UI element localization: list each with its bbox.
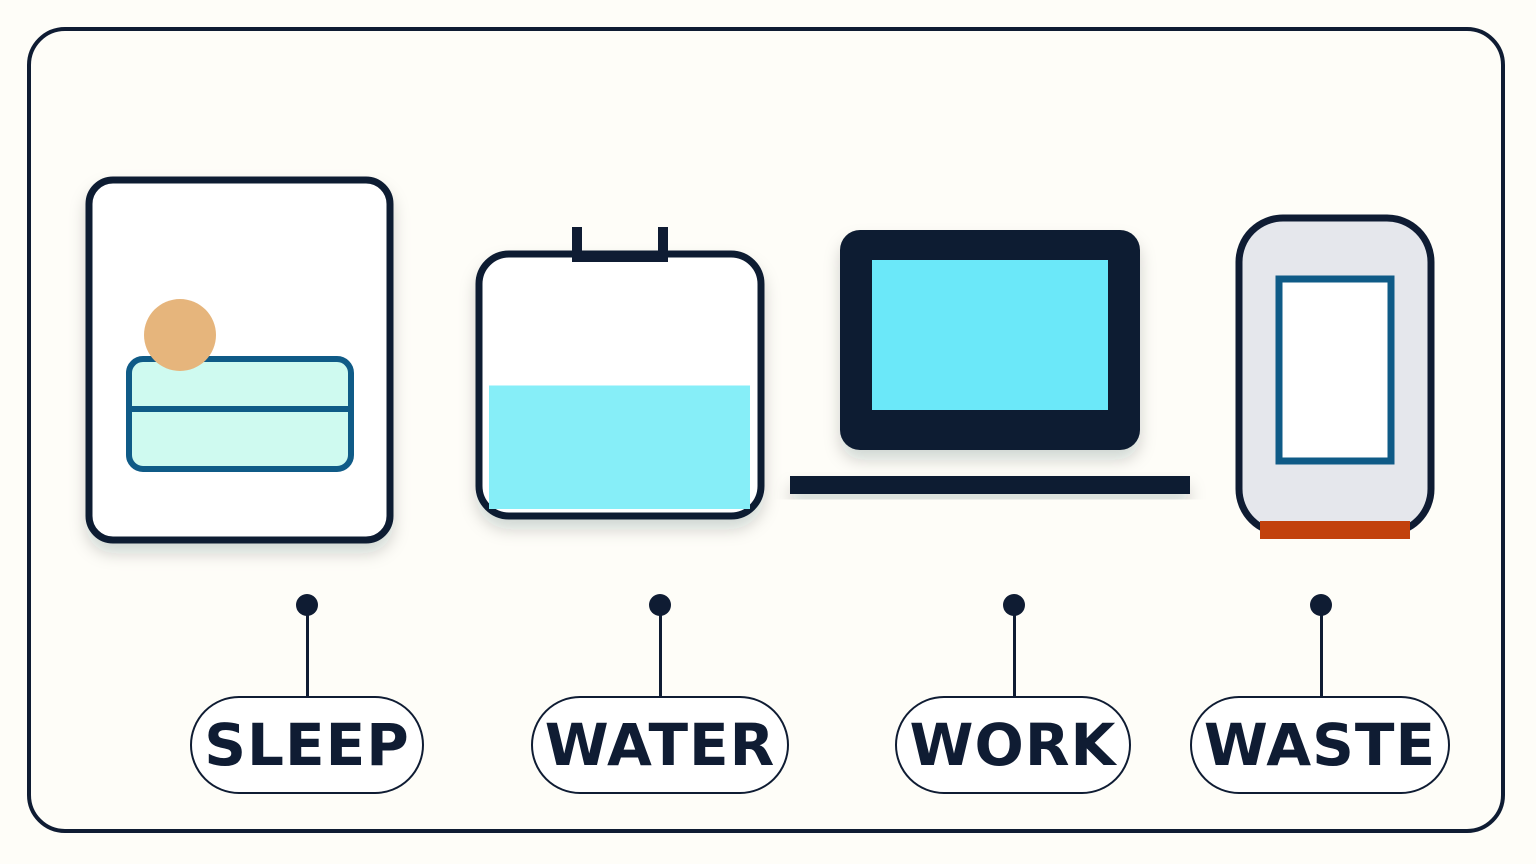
laptop-base <box>790 476 1190 494</box>
laptop-screen <box>872 260 1108 410</box>
bin-base <box>1260 521 1410 539</box>
connector-line-work <box>1013 612 1016 698</box>
bin-window <box>1275 275 1395 465</box>
label-sleep: SLEEP <box>190 696 424 794</box>
water-fill <box>489 385 750 509</box>
label-water: WATER <box>531 696 789 794</box>
label-work: WORK <box>895 696 1131 794</box>
laptop-icon <box>790 230 1190 494</box>
connector-dot-work <box>1003 594 1025 616</box>
connector-line-water <box>659 612 662 698</box>
label-waste: WASTE <box>1190 696 1450 794</box>
connector-line-waste <box>1320 612 1323 698</box>
sleeper-head <box>144 299 216 371</box>
bed-icon <box>85 176 394 544</box>
blanket <box>126 356 354 472</box>
connector-line-sleep <box>306 612 309 698</box>
tank-handle <box>572 227 668 262</box>
water-tank-icon <box>475 227 765 520</box>
waste-bin-icon <box>1235 214 1435 539</box>
connector-dot-water <box>649 594 671 616</box>
connector-dot-sleep <box>296 594 318 616</box>
connector-dot-waste <box>1310 594 1332 616</box>
